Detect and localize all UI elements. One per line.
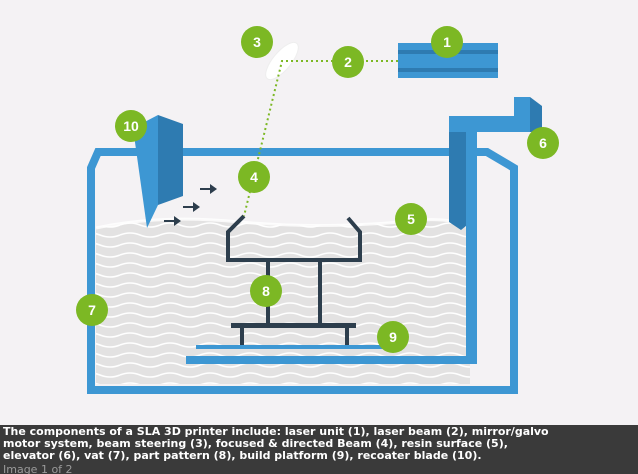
motion-arrows: [164, 184, 217, 226]
badge-10: 10: [115, 110, 147, 142]
badge-3-label: 3: [253, 34, 261, 50]
badge-3: 3: [241, 26, 273, 58]
resin-surface: [95, 217, 471, 230]
badge-1: 1: [431, 26, 463, 58]
image-caption: The components of a SLA 3D printer inclu…: [0, 425, 638, 474]
badge-5: 5: [395, 203, 427, 235]
badge-9: 9: [377, 321, 409, 353]
badge-8: 8: [250, 275, 282, 307]
sla-printer-figure: 1 2 3 4 5 6 7: [0, 0, 638, 425]
sla-printer-diagram: 1 2 3 4 5 6 7: [0, 0, 638, 425]
badge-2-label: 2: [344, 54, 352, 70]
badge-10-label: 10: [123, 118, 139, 134]
badge-2: 2: [332, 46, 364, 78]
laser-beam: [243, 60, 398, 217]
recoater-blade: [133, 115, 183, 228]
badge-7-label: 7: [88, 302, 96, 318]
vat: [87, 148, 518, 394]
badge-5-label: 5: [407, 211, 415, 227]
badge-4: 4: [238, 161, 270, 193]
badge-1-label: 1: [443, 34, 451, 50]
arrow-right-icon: [164, 216, 181, 226]
caption-text: The components of a SLA 3D printer inclu…: [3, 425, 549, 462]
badge-8-label: 8: [262, 283, 270, 299]
elevator: [186, 97, 542, 364]
badge-7: 7: [76, 294, 108, 326]
badge-6: 6: [527, 127, 559, 159]
badge-6-label: 6: [539, 135, 547, 151]
image-counter: Image 1 of 2: [3, 463, 73, 474]
build-platform: [196, 323, 388, 349]
arrow-right-icon: [183, 202, 200, 212]
arrow-right-icon: [200, 184, 217, 194]
badge-4-label: 4: [250, 169, 258, 185]
badge-9-label: 9: [389, 329, 397, 345]
